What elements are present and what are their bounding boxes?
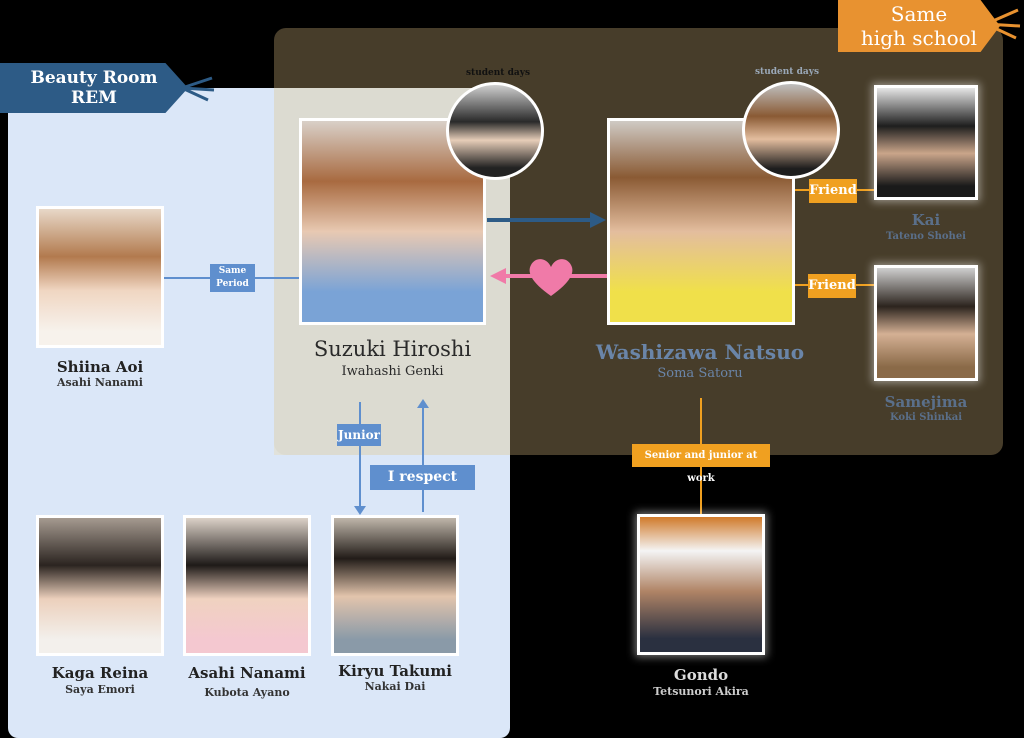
beauty-room-rem-tag: Beauty Room REM xyxy=(0,63,188,113)
samejima-actor: Koki Shinkai xyxy=(889,412,963,423)
samejima-photo xyxy=(874,265,978,381)
kiryu-takumi-actor: Nakai Dai xyxy=(364,680,426,693)
school-tag-string-icon xyxy=(985,8,1021,40)
same-high-school-tag: Same high school xyxy=(838,0,1000,52)
same-period-label-line-1: Same xyxy=(218,266,247,276)
washizawa-to-suzuki-arrowhead xyxy=(490,268,506,284)
gondo-actor: Tetsunori Akira xyxy=(653,685,749,698)
respect-label: I respect xyxy=(370,465,475,490)
washizawa-natsuo-name: Washizawa Natsuo xyxy=(595,340,805,364)
suzuki-hiroshi-actor: Iwahashi Genki xyxy=(341,364,444,379)
school-tag-line-2: high school xyxy=(860,26,978,50)
student-days-caption-suzuki: student days xyxy=(465,68,531,78)
kai-actor: Tateno Shohei xyxy=(886,231,966,242)
suzuki-hiroshi-name: Suzuki Hiroshi xyxy=(313,337,472,361)
shiina-aoi-photo xyxy=(36,206,164,348)
kaga-reina-actor: Saya Emori xyxy=(65,683,135,696)
junior-arrowhead xyxy=(354,506,366,515)
suzuki-student-days-photo xyxy=(446,82,544,180)
asahi-nanami-name: Asahi Nanami xyxy=(188,664,306,682)
senior-junior-label: Senior and junior at work xyxy=(632,444,770,484)
asahi-nanami-photo xyxy=(183,515,311,656)
kiryu-takumi-photo xyxy=(331,515,459,656)
same-period-label-line-2: Period xyxy=(216,279,249,289)
rem-tag-line-1: Beauty Room xyxy=(30,68,158,88)
kai-photo xyxy=(874,85,978,200)
rem-tag-string-icon xyxy=(181,76,215,102)
school-tag-line-1: Same xyxy=(890,2,948,26)
asahi-nanami-actor: Kubota Ayano xyxy=(204,686,290,699)
washizawa-student-days-photo xyxy=(742,81,840,179)
kaga-reina-name: Kaga Reina xyxy=(51,664,149,682)
washizawa-natsuo-actor: Soma Satoru xyxy=(657,366,743,381)
shiina-aoi-actor: Asahi Nanami xyxy=(57,376,143,389)
gondo-photo xyxy=(637,514,765,655)
kaga-reina-photo xyxy=(36,515,164,656)
gondo-name: Gondo xyxy=(673,666,729,684)
friend-samejima-label: Friend xyxy=(808,274,856,298)
junior-label: Junior xyxy=(337,424,381,446)
respect-arrowhead xyxy=(417,399,429,408)
kai-name: Kai xyxy=(911,211,941,229)
suzuki-to-washizawa-arrowhead xyxy=(590,212,606,228)
washizawa-natsuo-photo xyxy=(607,118,795,325)
samejima-name: Samejima xyxy=(884,393,968,411)
friend-kai-label: Friend xyxy=(809,179,857,203)
rem-tag-line-2: REM xyxy=(71,88,117,108)
same-period-label: Same Period xyxy=(210,264,255,292)
student-days-caption-washizawa: student days xyxy=(754,67,820,77)
kiryu-takumi-name: Kiryu Takumi xyxy=(338,662,452,680)
heart-icon xyxy=(529,259,573,296)
shiina-aoi-name: Shiina Aoi xyxy=(56,358,144,376)
